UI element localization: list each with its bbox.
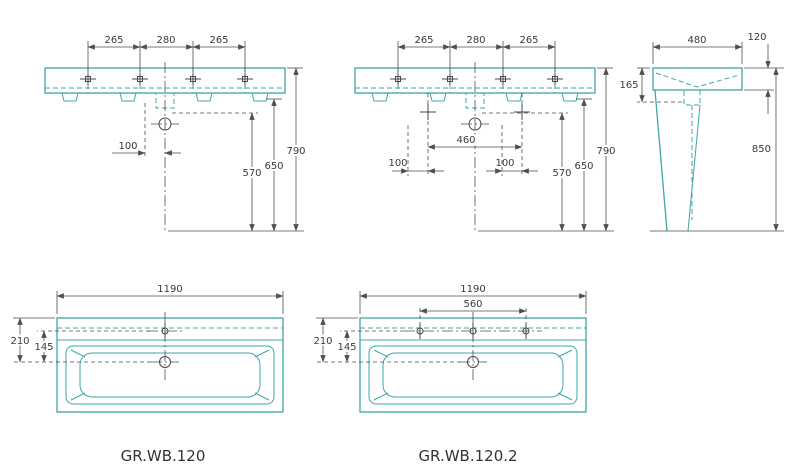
plan-view-model-1: 1190 210 145 GR.WB.120 (9, 284, 284, 465)
dim-100-left-label: 100 (388, 158, 407, 169)
dim-265-right-label-1: 265 (209, 35, 228, 46)
dim-570-label-2: 570 (552, 168, 571, 179)
dim-790-label-2: 790 (596, 146, 615, 157)
drain-detail-1 (151, 117, 179, 131)
dim-650-label-1: 650 (264, 161, 283, 172)
front-view-model-1: 265 280 265 100 570 650 790 (44, 35, 307, 232)
dim-210-2: 210 (312, 317, 461, 363)
dim-480-label: 480 (687, 35, 706, 46)
dim-265-right-label-2: 265 (519, 35, 538, 46)
dim-145-label-1: 145 (34, 342, 53, 353)
dim-280-label-1: 280 (156, 35, 175, 46)
dim-1190-2: 1190 (359, 284, 587, 314)
tap-holes-2 (420, 93, 530, 176)
dims-height-1: 570 650 790 (168, 67, 307, 232)
dim-650-label-2: 650 (574, 161, 593, 172)
dim-265-left-label-2: 265 (414, 35, 433, 46)
dim-120: 120 (744, 32, 774, 114)
plan-view-model-2: 1190 560 210 145 GR.WB.120.2 (312, 284, 587, 465)
dim-210-label-1: 210 (10, 336, 29, 347)
drain-detail-2 (461, 117, 489, 131)
dim-1190-1: 1190 (56, 284, 284, 314)
dim-1190-label-1: 1190 (157, 284, 182, 295)
dim-790-label-1: 790 (286, 146, 305, 157)
dim-120-label: 120 (747, 32, 766, 43)
dim-560-label: 560 (463, 299, 482, 310)
dim-100-left-2: 100 (388, 125, 444, 176)
dim-100-right-2: 100 (486, 125, 538, 176)
dim-280-label-2: 280 (466, 35, 485, 46)
dim-top-holes-1: 265 280 265 (87, 35, 246, 72)
model-label-2: GR.WB.120.2 (418, 447, 517, 465)
dims-height-2: 570 650 790 (478, 67, 617, 232)
dim-850: 850 (650, 67, 784, 232)
dim-570-label-1: 570 (242, 168, 261, 179)
dim-145-2: 145 (336, 330, 404, 363)
dim-165-label: 165 (619, 80, 638, 91)
dim-210-1: 210 (9, 317, 151, 363)
dim-100-label-1: 100 (118, 141, 137, 152)
dim-top-holes-2: 265 280 265 (397, 35, 556, 72)
front-view-model-2: 265 280 265 460 100 100 (354, 35, 617, 232)
dim-560: 560 (419, 299, 527, 326)
dim-480: 480 (652, 35, 743, 64)
dim-210-label-2: 210 (313, 336, 332, 347)
dim-460: 460 (427, 134, 523, 150)
dim-100-1: 100 (112, 103, 181, 158)
dim-265-left-label-1: 265 (104, 35, 123, 46)
dim-145-1: 145 (33, 330, 150, 363)
basin-body-side (652, 67, 743, 232)
dim-145-label-2: 145 (337, 342, 356, 353)
dim-1190-label-2: 1190 (460, 284, 485, 295)
mounting-holes-2 (390, 73, 563, 85)
dim-165: 165 (619, 67, 682, 103)
side-view: 480 120 165 850 (619, 32, 784, 232)
dim-850-label: 850 (752, 144, 771, 155)
basin-body-plan-1 (56, 317, 284, 413)
model-label-1: GR.WB.120 (121, 447, 206, 465)
dim-460-label: 460 (456, 135, 475, 146)
mounting-holes-1 (80, 73, 253, 85)
dim-100-right-label: 100 (495, 158, 514, 169)
